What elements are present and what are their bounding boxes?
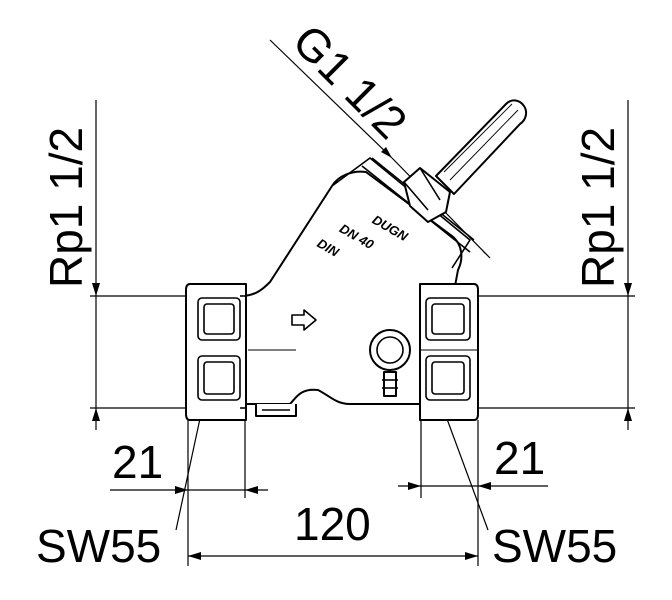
right-union-nut bbox=[419, 283, 479, 421]
left-nut-slot-1 bbox=[197, 297, 241, 341]
left-21-arrow-left bbox=[175, 486, 188, 494]
g-thread-leader-line bbox=[269, 39, 393, 159]
thread-label-right: Rp1 1/2 bbox=[572, 127, 624, 288]
right-nut-slot-1-inner bbox=[431, 303, 465, 335]
dimension-lines bbox=[90, 39, 635, 566]
stem-nut-edge bbox=[419, 167, 441, 201]
right-nut-slot-2-inner bbox=[431, 361, 465, 395]
dim-label-left-21: 21 bbox=[112, 436, 163, 488]
g-thread-arrow-upper bbox=[381, 147, 392, 158]
dim-label-right-21: 21 bbox=[494, 432, 545, 484]
right-nut-slot-2 bbox=[425, 355, 471, 401]
right-nut-slot-1 bbox=[425, 297, 471, 341]
drain-plug-inner bbox=[376, 336, 404, 364]
left-rp-arrow-top bbox=[92, 283, 100, 296]
dim-label-overall: 120 bbox=[294, 498, 371, 550]
right-sw-leader bbox=[439, 399, 489, 531]
left-nut-slot-2-inner bbox=[203, 361, 235, 395]
right-21-arrow-left bbox=[408, 482, 421, 490]
valve-body bbox=[239, 99, 528, 417]
left-nut-slot-2 bbox=[197, 355, 241, 401]
g-thread-arrow-lower bbox=[479, 247, 490, 258]
overall-arrow-right bbox=[465, 552, 478, 560]
right-rp-arrow-top bbox=[624, 283, 632, 296]
drain-nozzle bbox=[383, 371, 397, 397]
stem-line-2 bbox=[449, 109, 519, 181]
left-nut-slot-1-inner bbox=[203, 303, 235, 335]
left-nut-outline bbox=[185, 283, 247, 421]
overall-arrow-left bbox=[188, 552, 201, 560]
stem-nut-edge-2 bbox=[403, 181, 429, 211]
left-21-arrow-right bbox=[245, 486, 258, 494]
left-union-nut bbox=[185, 283, 247, 421]
wrench-label-left: SW55 bbox=[36, 520, 161, 572]
left-sw-leader bbox=[175, 399, 205, 531]
arrowheads bbox=[92, 147, 632, 560]
thread-label-top: G1 1/2 bbox=[283, 14, 417, 148]
wrench-label-right: SW55 bbox=[492, 520, 617, 572]
drain-plug-outer bbox=[369, 329, 411, 371]
stem-line-1 bbox=[443, 103, 513, 173]
right-rp-arrow-bottom bbox=[624, 408, 632, 421]
valve-stem bbox=[435, 99, 528, 195]
thread-label-left: Rp1 1/2 bbox=[40, 127, 92, 288]
left-rp-arrow-bottom bbox=[92, 408, 100, 421]
flow-direction-arrow bbox=[291, 309, 317, 331]
right-21-arrow-right bbox=[478, 482, 491, 490]
